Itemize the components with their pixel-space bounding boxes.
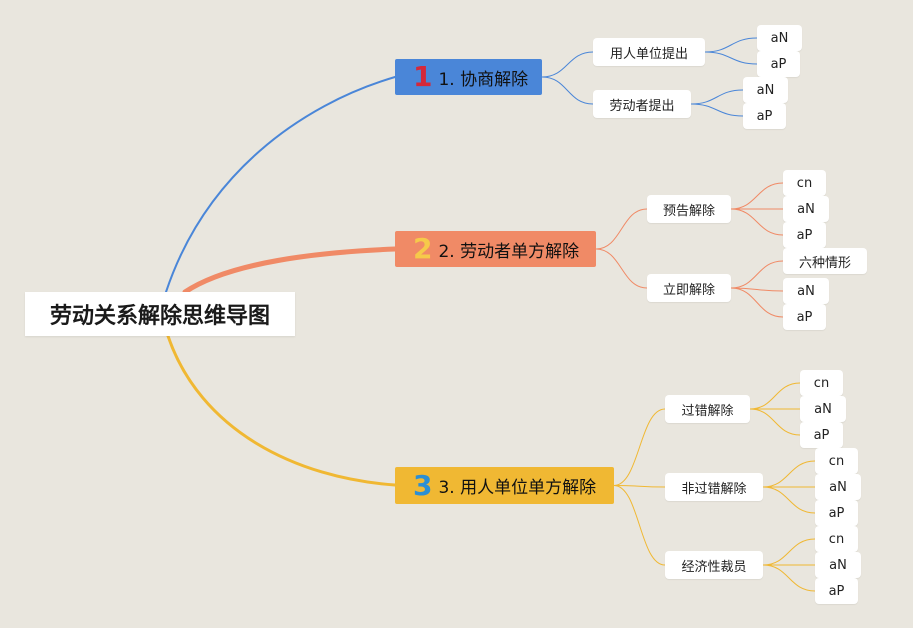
root-title: 劳动关系解除思维导图 bbox=[49, 304, 270, 329]
leaf-node-3-2-1[interactable]: cn bbox=[815, 448, 858, 474]
leaf-node-2-2-2[interactable]: aN bbox=[783, 278, 829, 304]
leaf-connector-3-2-3 bbox=[762, 486, 816, 514]
branch-number-icon: 2 bbox=[413, 232, 433, 265]
leaf-node-1-1-2[interactable]: aP bbox=[757, 51, 800, 77]
sub-node-2-2[interactable]: 立即解除 bbox=[647, 274, 731, 302]
branch-1-sub-connector-2 bbox=[541, 76, 594, 105]
branch-2-sub-connector-2 bbox=[595, 248, 648, 289]
leaf-node-3-2-3[interactable]: aP bbox=[815, 500, 858, 526]
leaf-node-2-1-3[interactable]: aP bbox=[783, 222, 826, 248]
branch-number-icon: 3 bbox=[413, 468, 433, 502]
sub-node-2-1[interactable]: 预告解除 bbox=[647, 195, 731, 223]
root-connector-1 bbox=[165, 76, 396, 293]
leaf-connector-3-1-3 bbox=[749, 408, 801, 436]
branch-3-sub-connector-2 bbox=[613, 485, 666, 488]
sub-node-1-2[interactable]: 劳动者提出 bbox=[593, 90, 691, 118]
leaf-connector-2-2-1 bbox=[730, 260, 784, 289]
leaf-node-3-1-3[interactable]: aP bbox=[800, 422, 843, 448]
leaf-connector-1-1-2 bbox=[704, 51, 758, 65]
leaf-node-2-2-3[interactable]: aP bbox=[783, 304, 826, 330]
branch-number-icon: 1 bbox=[413, 60, 433, 93]
sub-node-3-1[interactable]: 过错解除 bbox=[665, 395, 750, 423]
leaf-node-3-3-3[interactable]: aP bbox=[815, 578, 858, 604]
leaf-node-3-1-1[interactable]: cn bbox=[800, 370, 843, 396]
branch-label: 2. 劳动者单方解除 bbox=[438, 241, 580, 262]
root-connector-3 bbox=[166, 334, 397, 487]
root-node[interactable]: 劳动关系解除思维导图 bbox=[25, 292, 295, 336]
leaf-connector-3-3-1 bbox=[762, 538, 816, 566]
branch-3-sub-connector-1 bbox=[613, 408, 666, 486]
leaf-connector-2-1-3 bbox=[730, 208, 784, 236]
leaf-node-3-3-1[interactable]: cn bbox=[815, 526, 858, 552]
root-connector-2 bbox=[182, 246, 398, 295]
sub-node-3-3[interactable]: 经济性裁员 bbox=[665, 551, 763, 579]
branch-label: 1. 协商解除 bbox=[438, 69, 529, 90]
leaf-connector-3-2-1 bbox=[762, 460, 816, 488]
sub-node-1-1[interactable]: 用人单位提出 bbox=[593, 38, 705, 66]
leaf-connector-1-2-1 bbox=[690, 89, 744, 105]
leaf-connector-3-3-3 bbox=[762, 564, 816, 592]
leaf-connector-2-2-3 bbox=[730, 287, 784, 318]
leaf-node-3-1-2[interactable]: aN bbox=[800, 396, 846, 422]
branch-1-sub-connector-1 bbox=[541, 51, 594, 78]
sub-node-3-2[interactable]: 非过错解除 bbox=[665, 473, 763, 501]
leaf-node-3-2-2[interactable]: aN bbox=[815, 474, 861, 500]
leaf-node-2-1-2[interactable]: aN bbox=[783, 196, 829, 222]
leaf-connector-1-1-1 bbox=[704, 37, 758, 53]
branch-2-sub-connector-1 bbox=[595, 208, 648, 250]
leaf-connector-2-1-1 bbox=[730, 182, 784, 210]
leaf-node-2-2-1[interactable]: 六种情形 bbox=[783, 248, 867, 274]
branch-label: 3. 用人单位单方解除 bbox=[438, 478, 597, 498]
leaf-node-3-3-2[interactable]: aN bbox=[815, 552, 861, 578]
leaf-connector-3-1-1 bbox=[749, 382, 801, 410]
leaf-connector-1-2-2 bbox=[690, 103, 744, 117]
leaf-node-1-2-1[interactable]: aN bbox=[743, 77, 788, 103]
leaf-node-2-1-1[interactable]: cn bbox=[783, 170, 826, 196]
leaf-node-1-2-2[interactable]: aP bbox=[743, 103, 786, 129]
leaf-node-1-1-1[interactable]: aN bbox=[757, 25, 802, 51]
branch-3-sub-connector-3 bbox=[613, 485, 666, 566]
